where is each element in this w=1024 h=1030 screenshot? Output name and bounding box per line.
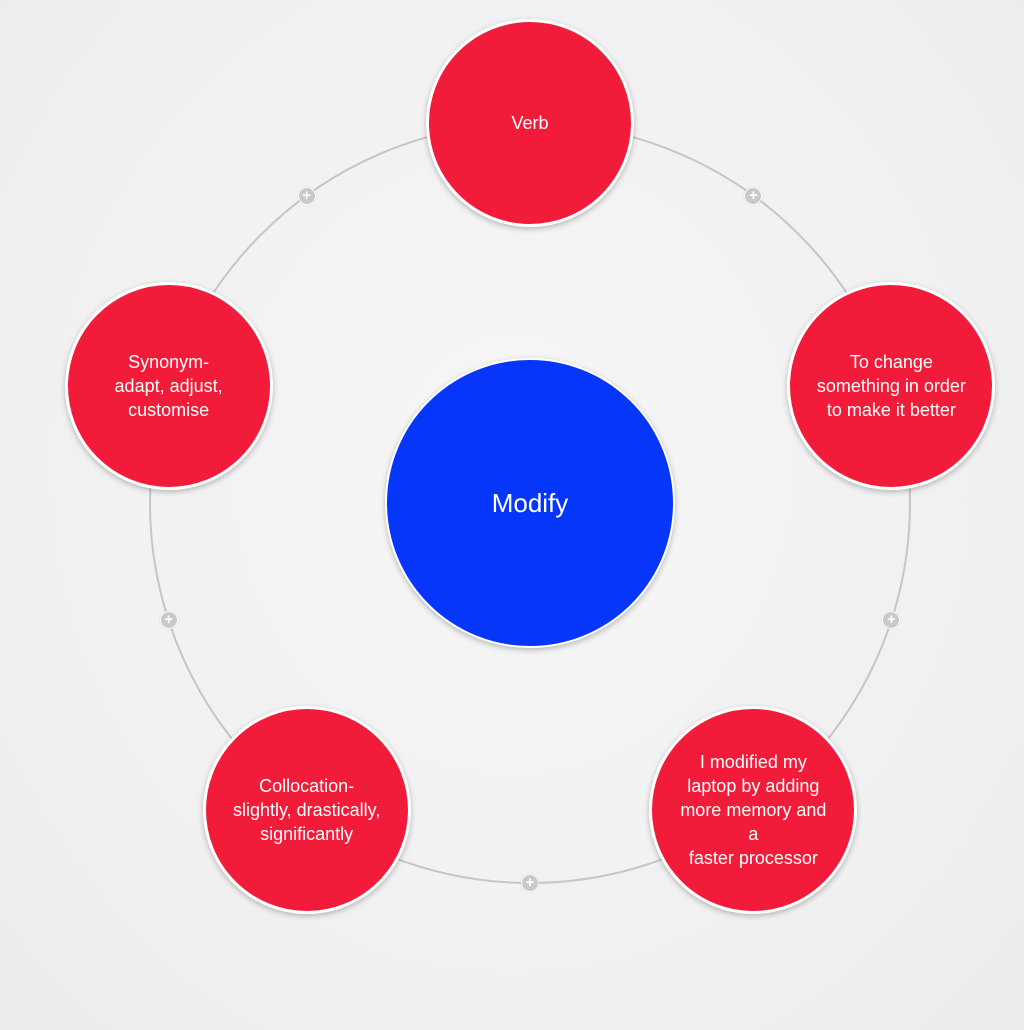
node-verb[interactable]: Verb [426, 19, 634, 227]
node-collocation-label: Collocation- slightly, drastically, sign… [232, 776, 381, 845]
node-synonym[interactable]: Synonym- adapt, adjust, customise [64, 281, 273, 490]
add-node-button-definition-example[interactable]: + [882, 611, 901, 630]
add-node-button-example-collocation[interactable]: + [521, 874, 539, 892]
plus-icon: + [164, 611, 173, 629]
plus-icon: + [748, 186, 758, 204]
node-collocation[interactable]: Collocation- slightly, drastically, sign… [202, 706, 411, 915]
plus-icon: + [302, 186, 312, 204]
node-example-sentence-label: I modified my laptop by adding more memo… [680, 752, 827, 869]
node-definition[interactable]: To change something in order to make it … [787, 281, 996, 490]
node-definition-label: To change something in order to make it … [816, 351, 966, 420]
add-node-button-collocation-synonym[interactable]: + [159, 611, 178, 630]
add-node-button-synonym-verb[interactable]: + [297, 186, 316, 205]
node-example-sentence[interactable]: I modified my laptop by adding more memo… [649, 706, 858, 915]
node-verb-label: Verb [511, 113, 549, 133]
central-topic-label: Modify [491, 487, 569, 518]
plus-icon: + [887, 611, 896, 629]
central-topic-node[interactable]: Modify [385, 358, 675, 648]
node-synonym-label: Synonym- adapt, adjust, customise [114, 351, 223, 420]
plus-icon: + [525, 874, 535, 891]
add-node-button-verb-definition[interactable]: + [744, 186, 763, 205]
